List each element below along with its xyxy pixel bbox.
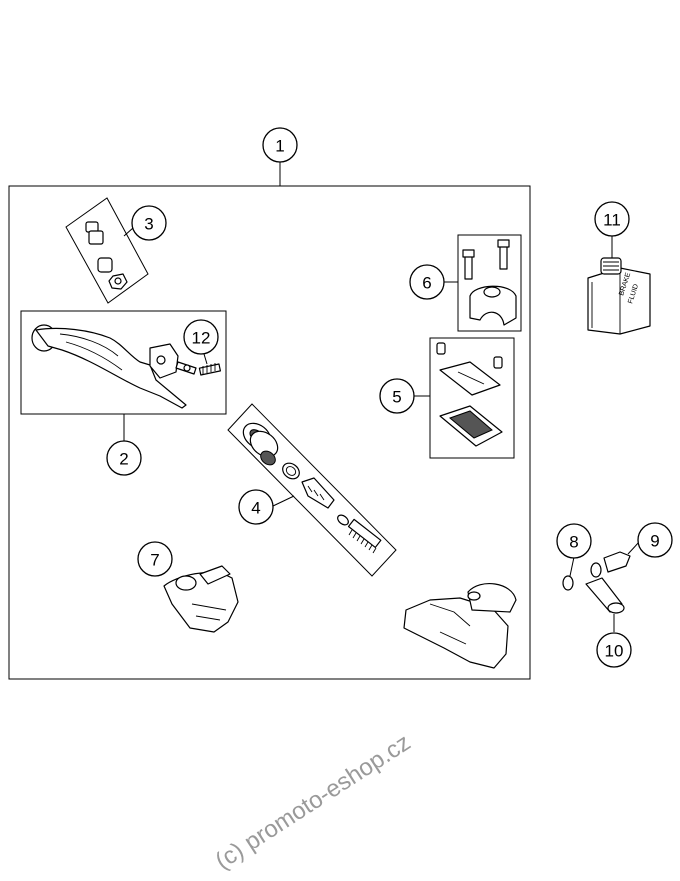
- leader-12: [203, 353, 208, 365]
- callout-7: 7: [137, 541, 173, 577]
- handlebar-clamp-6: [462, 239, 517, 326]
- lever-bracket-7: [163, 565, 239, 633]
- bolt-set-3: [85, 221, 128, 290]
- callout-6: 6: [409, 264, 445, 300]
- callout-10: 10: [596, 632, 632, 668]
- brake-fluid-bottle: BRAKE FLUID: [587, 257, 651, 335]
- callout-5: 5: [379, 378, 415, 414]
- callout-label-9: 9: [650, 532, 659, 551]
- callout-label-4: 4: [251, 499, 260, 518]
- callout-3: 3: [131, 205, 167, 241]
- watermark-text: (c) promoto-eshop.cz: [211, 729, 416, 875]
- main-assembly-frame: [8, 185, 531, 680]
- leader-4: [272, 495, 295, 507]
- callout-label-10: 10: [605, 642, 624, 661]
- callout-label-12: 12: [192, 329, 211, 348]
- callout-9: 9: [637, 522, 673, 558]
- callout-label-7: 7: [150, 551, 159, 570]
- leader-3: [123, 227, 134, 237]
- piston-kit-4: [242, 422, 382, 554]
- part-4-box: [227, 403, 397, 577]
- reservoir-cover-5: [436, 342, 503, 447]
- part-3-box: [65, 197, 149, 304]
- spring-12: [198, 363, 222, 376]
- callout-label-8: 8: [569, 533, 578, 552]
- callout-label-3: 3: [144, 215, 153, 234]
- callout-8: 8: [556, 523, 592, 559]
- callout-label-2: 2: [119, 450, 128, 469]
- part-5-box: [429, 337, 515, 459]
- callout-label-5: 5: [392, 388, 401, 407]
- callout-label-1: 1: [275, 137, 284, 156]
- callout-label-11: 11: [603, 211, 621, 230]
- callout-4: 4: [238, 489, 274, 525]
- callout-11: 11: [594, 201, 630, 237]
- banjo-fitting-set: [562, 551, 631, 614]
- brake-lever: [31, 324, 197, 409]
- leader-8: [569, 556, 575, 577]
- master-cylinder-body: [403, 583, 517, 669]
- part-6-box: [457, 234, 522, 332]
- callout-label-6: 6: [422, 274, 431, 293]
- callout-12: 12: [183, 319, 219, 355]
- callout-1: 1: [262, 127, 298, 163]
- callout-2: 2: [106, 440, 142, 476]
